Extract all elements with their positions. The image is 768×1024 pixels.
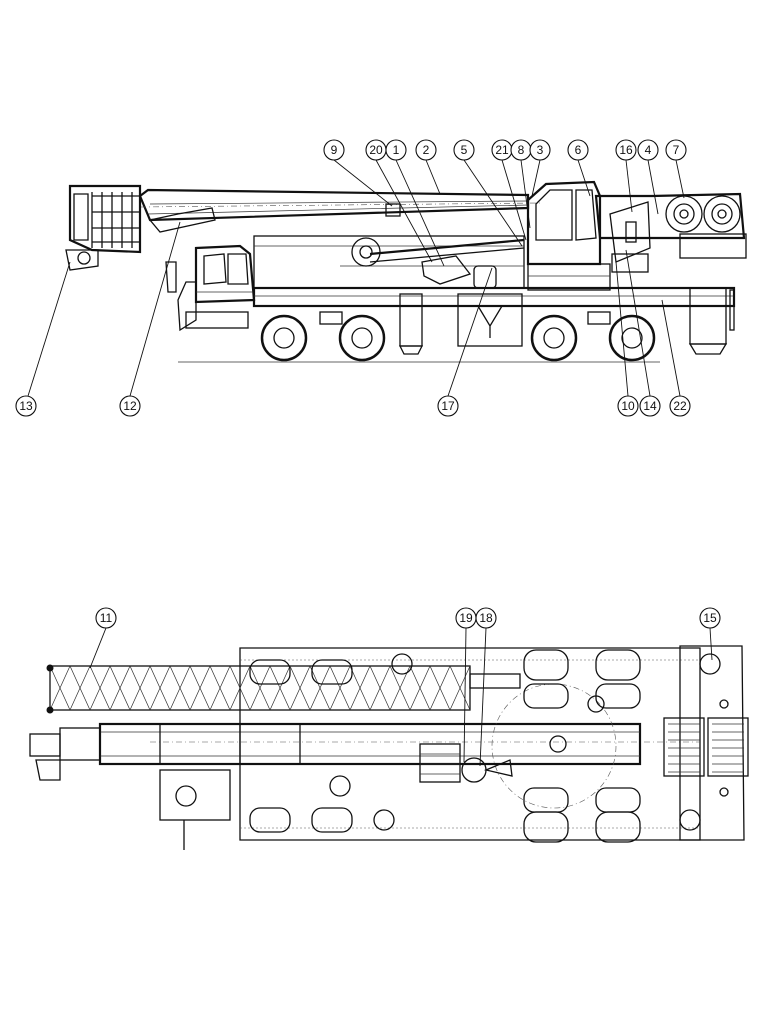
- side-callouts: 9 20 1 2 5 21 8 3 6: [15, 139, 691, 417]
- callout-17-label: 17: [441, 399, 455, 413]
- callout-7: [665, 139, 687, 161]
- cab-top: [419, 743, 461, 783]
- callout-9: [323, 139, 345, 161]
- rear-winches: [594, 192, 747, 263]
- luffing-cylinder: [351, 237, 525, 289]
- hook-block: [65, 249, 99, 271]
- callout-4: [637, 139, 659, 161]
- callout-15-label: 15: [703, 611, 717, 625]
- callout-14: [639, 395, 661, 417]
- callout-11-label: 11: [100, 611, 113, 625]
- callout-3-label: 3: [537, 143, 544, 157]
- callout-2-label: 2: [423, 143, 430, 157]
- callout-10-label: 10: [621, 399, 635, 413]
- callout-18: [475, 607, 497, 629]
- callout-22-label: 22: [673, 399, 687, 413]
- outrigger-box: [457, 293, 523, 347]
- top-callouts: 11 19 18 15: [89, 607, 721, 767]
- callout-10: [617, 395, 639, 417]
- callout-8-label: 8: [518, 143, 525, 157]
- callout-21-label: 21: [495, 143, 509, 157]
- truck-cab: [165, 244, 256, 332]
- callout-1: [385, 139, 407, 161]
- side-view: 9 20 1 2 5 21 8 3 6: [15, 139, 747, 417]
- callout-22: [669, 395, 691, 417]
- callout-17: [437, 395, 459, 417]
- callout-6-label: 6: [575, 143, 582, 157]
- callout-12-label: 12: [123, 399, 137, 413]
- rear-counterweight: [663, 645, 749, 841]
- wheel-2: [338, 314, 386, 362]
- callout-14-label: 14: [643, 399, 657, 413]
- callout-7-label: 7: [673, 143, 680, 157]
- callout-16: [615, 139, 637, 161]
- callout-3: [529, 139, 551, 161]
- boom: [138, 188, 541, 233]
- callout-12: [119, 395, 141, 417]
- callout-19-label: 19: [459, 611, 473, 625]
- front-cab-top: [159, 769, 231, 821]
- tires-top: [249, 649, 641, 843]
- callout-13-label: 13: [19, 399, 33, 413]
- callout-15: [699, 607, 721, 629]
- callout-18-label: 18: [479, 611, 493, 625]
- boom-head: [65, 184, 142, 271]
- callout-1-label: 1: [393, 143, 400, 157]
- boom-top: [29, 722, 642, 781]
- carrier-frame: [252, 235, 736, 355]
- wheel-1: [260, 314, 308, 362]
- callout-16-label: 16: [619, 143, 633, 157]
- callout-11: [95, 607, 117, 629]
- wheel-3: [530, 314, 578, 362]
- callout-5: [453, 139, 475, 161]
- callout-9-label: 9: [331, 143, 338, 157]
- callout-4-label: 4: [645, 143, 652, 157]
- callout-6: [567, 139, 589, 161]
- lattice-jib: [46, 664, 521, 714]
- callout-13: [15, 395, 37, 417]
- wheels: [260, 311, 656, 362]
- callout-20-label: 20: [369, 143, 383, 157]
- top-view: 11 19 18 15: [29, 607, 749, 850]
- callout-2: [415, 139, 437, 161]
- boom-sensor-box: [385, 203, 401, 217]
- callout-5-label: 5: [461, 143, 468, 157]
- winch-drum: [421, 255, 472, 285]
- side-mirror: [165, 261, 177, 293]
- wheel-4: [608, 314, 656, 362]
